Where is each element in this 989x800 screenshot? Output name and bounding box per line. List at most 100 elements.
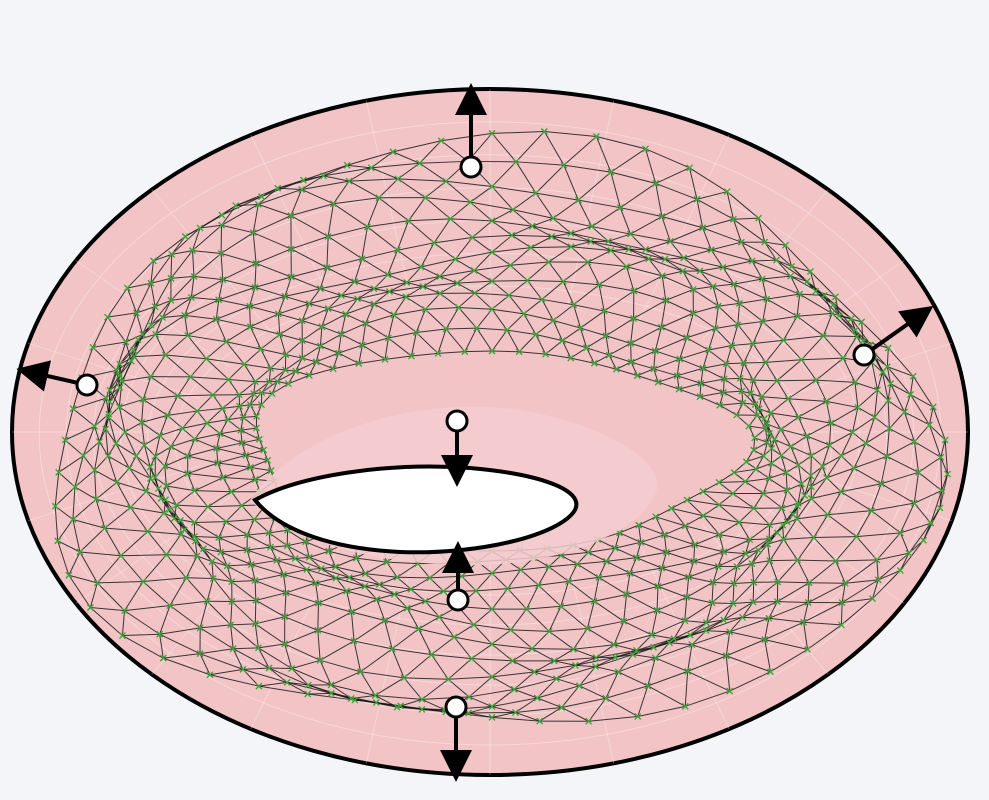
mesh-edge xyxy=(563,280,600,286)
mesh-edge xyxy=(397,162,420,180)
x-mark-icon xyxy=(938,487,946,495)
mesh-edge xyxy=(72,518,105,529)
mesh-edge xyxy=(228,379,256,383)
mesh-edge xyxy=(699,396,720,406)
mesh-edge xyxy=(661,216,703,229)
mesh-edge xyxy=(702,227,742,243)
x-mark-icon xyxy=(804,645,812,653)
x-mark-icon xyxy=(318,323,326,331)
mesh-edge xyxy=(415,332,439,354)
mesh-edge xyxy=(787,398,799,418)
control-point-right-outer[interactable] xyxy=(852,305,934,367)
mesh-edge xyxy=(145,478,151,492)
mesh-edge xyxy=(253,232,292,250)
mesh-edge xyxy=(150,376,178,397)
mesh-edge xyxy=(440,140,469,162)
mesh-edge xyxy=(231,479,256,493)
circle-handle-icon[interactable] xyxy=(459,155,483,179)
mesh-edge xyxy=(104,507,131,529)
mesh-edge xyxy=(508,294,542,300)
mesh-edge xyxy=(153,236,186,262)
mesh-edge xyxy=(783,518,798,540)
mesh-edge xyxy=(225,326,251,343)
x-mark-icon xyxy=(170,514,178,522)
x-mark-icon xyxy=(780,535,788,543)
mesh-edge xyxy=(693,285,714,290)
mesh-edge xyxy=(115,443,130,469)
control-point-bottom-outer[interactable] xyxy=(440,695,472,782)
mesh-edge xyxy=(841,579,879,604)
x-mark-icon xyxy=(351,278,359,286)
mesh-edge xyxy=(842,598,873,604)
circle-handle-icon[interactable] xyxy=(445,409,469,433)
mesh-edge xyxy=(766,433,770,443)
x-mark-icon xyxy=(204,503,212,511)
x-mark-icon xyxy=(602,332,610,340)
mesh-edge xyxy=(711,249,753,262)
mesh-edge xyxy=(421,698,445,711)
mesh-edge xyxy=(439,276,458,284)
mesh-edge xyxy=(147,531,167,556)
x-mark-icon xyxy=(471,289,479,297)
mesh-edge xyxy=(286,545,310,558)
mesh-edge xyxy=(886,347,889,367)
x-mark-icon xyxy=(592,654,600,662)
control-point-left-outer[interactable] xyxy=(16,360,99,397)
x-mark-icon xyxy=(176,516,184,524)
circle-handle-icon[interactable] xyxy=(852,343,876,367)
x-mark-icon xyxy=(187,294,195,302)
mesh-edge xyxy=(124,581,144,611)
mesh-edge xyxy=(164,446,172,467)
circle-handle-icon[interactable] xyxy=(75,373,99,397)
x-mark-icon xyxy=(196,624,204,632)
mesh-edge xyxy=(932,406,946,441)
x-mark-icon xyxy=(758,275,766,283)
mesh-edge xyxy=(712,286,719,307)
mesh-edge xyxy=(387,266,422,276)
x-mark-icon xyxy=(623,590,631,598)
mesh-edge xyxy=(723,603,734,621)
x-mark-icon xyxy=(741,478,749,486)
mesh-edge xyxy=(684,620,707,624)
mesh-edge xyxy=(718,504,740,523)
x-mark-icon xyxy=(421,305,429,313)
mesh-edge xyxy=(315,582,319,604)
mesh-edge xyxy=(431,654,472,660)
circle-handle-icon[interactable] xyxy=(444,695,468,719)
x-mark-icon xyxy=(314,599,322,607)
mesh-edge xyxy=(764,241,777,261)
mesh-edge xyxy=(633,275,663,292)
mesh-edge xyxy=(548,606,562,632)
control-point-inner-bottom[interactable] xyxy=(442,541,474,612)
mesh-edge xyxy=(231,581,257,601)
circle-handle-icon[interactable] xyxy=(446,588,470,612)
mesh-edge xyxy=(928,406,934,425)
mesh-edge xyxy=(651,620,685,636)
mesh-edge xyxy=(683,257,724,268)
mesh-edge xyxy=(405,296,426,310)
mesh-edge xyxy=(215,319,227,342)
mesh-edge xyxy=(95,481,118,500)
mesh-edge xyxy=(705,616,743,632)
mesh-edge xyxy=(506,329,520,353)
mesh-edge xyxy=(165,354,191,378)
mesh-edge xyxy=(623,620,653,636)
mesh-edge xyxy=(661,216,671,242)
mesh-edge xyxy=(647,670,688,687)
mesh-edge xyxy=(439,282,458,294)
mesh-edge xyxy=(254,600,257,624)
mesh-edge xyxy=(562,281,575,305)
mesh-edge xyxy=(176,504,208,508)
x-mark-icon xyxy=(435,613,443,621)
x-mark-icon xyxy=(683,593,691,601)
mesh-edge xyxy=(918,471,942,491)
control-point-inner-top[interactable] xyxy=(441,409,473,487)
mesh-edge xyxy=(850,318,858,337)
x-mark-icon xyxy=(488,703,496,711)
mesh-edge xyxy=(233,647,259,650)
mesh-edge xyxy=(124,421,142,433)
x-mark-icon xyxy=(527,244,535,252)
mesh-edge xyxy=(758,396,763,409)
mesh-edge xyxy=(230,624,234,649)
control-point-top-outer[interactable] xyxy=(455,83,487,179)
